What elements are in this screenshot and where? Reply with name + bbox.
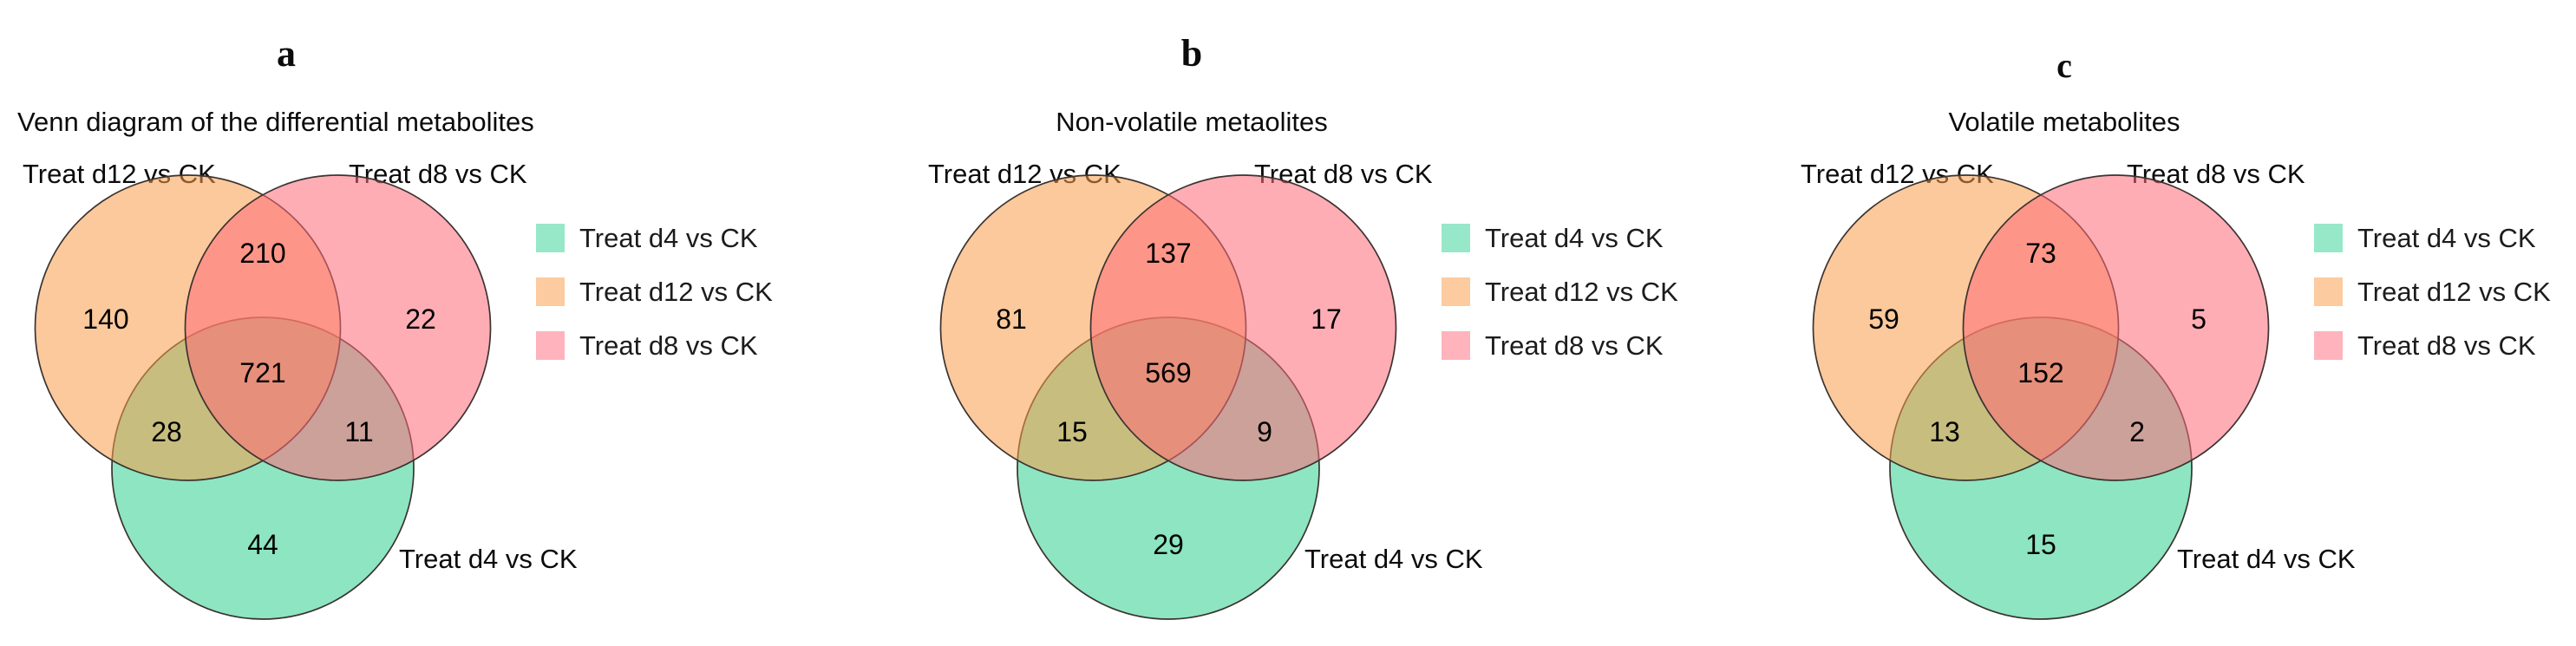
legend-swatch-rect (536, 224, 565, 252)
region-count-all-three: 152 (2017, 357, 2063, 388)
legend-label: Treat d4 vs CK (2357, 223, 2536, 253)
panel-subtitle: Venn diagram of the differential metabol… (17, 107, 534, 137)
region-count-d12-d8: 137 (1145, 238, 1191, 269)
region-count-d8-only: 5 (2191, 303, 2207, 335)
venn-circle-treat-d8 (1962, 174, 2270, 481)
legend-swatch-rect (1442, 331, 1470, 360)
panel-a: a Venn diagram of the differential metab… (0, 0, 815, 646)
venn-diagram: 140 210 22 721 28 11 44 (34, 174, 492, 620)
legend-swatch-rect (2314, 277, 2343, 306)
venn-circle-treat-d8 (1089, 174, 1397, 481)
legend-swatch-treat-d8 (2314, 331, 2343, 360)
region-count-d4-only: 15 (2025, 529, 2056, 560)
panel-b: b Non-volatile metaolites Treat d12 vs C… (906, 0, 1721, 646)
legend-swatch-rect (1442, 277, 1470, 306)
region-count-d12-d8: 210 (239, 238, 285, 269)
venn-circle-treat-d8 (184, 174, 492, 481)
legend-swatch-treat-d8 (1442, 331, 1470, 360)
panel-letter: c (2056, 46, 2072, 85)
region-count-all-three: 721 (239, 357, 285, 388)
legend-swatch-rect (536, 331, 565, 360)
venn-diagram: 59 73 5 152 13 2 15 (1812, 174, 2270, 620)
legend-label: Treat d12 vs CK (1485, 277, 1678, 307)
legend-swatch-rect (2314, 331, 2343, 360)
region-count-d4-only: 44 (247, 529, 278, 560)
panel-subtitle: Non-volatile metaolites (1056, 107, 1328, 137)
legend-swatch-rect (536, 277, 565, 306)
legend: Treat d4 vs CK Treat d12 vs CK Treat d8 … (1442, 224, 1678, 360)
venn-diagram: 81 137 17 569 15 9 29 (939, 174, 1397, 620)
region-count-d12-only: 140 (82, 303, 128, 335)
legend-swatch-treat-d8 (536, 331, 565, 360)
panel-letter: b (1180, 32, 1203, 75)
set-label-treat-d4: Treat d4 vs CK (399, 544, 578, 574)
panel-letter: a (277, 32, 296, 75)
region-count-all-three: 569 (1145, 357, 1191, 388)
legend-item-treat-d4: Treat d4 vs CK (536, 224, 773, 252)
legend-item-treat-d12: Treat d12 vs CK (2314, 277, 2551, 306)
legend-item-treat-d12: Treat d12 vs CK (536, 277, 773, 306)
legend-label: Treat d8 vs CK (2357, 330, 2536, 361)
legend-swatch-treat-d4 (2314, 224, 2343, 252)
legend-swatch-treat-d4 (1442, 224, 1470, 252)
region-count-d4-only: 29 (1153, 529, 1184, 560)
legend-item-treat-d8: Treat d8 vs CK (1442, 331, 1678, 360)
legend: Treat d4 vs CK Treat d12 vs CK Treat d8 … (536, 224, 773, 360)
legend-swatch-treat-d12 (1442, 277, 1470, 306)
region-count-d12-d4: 28 (151, 416, 182, 447)
region-count-d12-d4: 13 (1929, 416, 1960, 447)
region-count-d12-d4: 15 (1056, 416, 1088, 447)
panel-c: c Volatile metabolites Treat d12 vs CK T… (1778, 0, 2576, 646)
legend-item-treat-d8: Treat d8 vs CK (2314, 331, 2551, 360)
legend-label: Treat d8 vs CK (1485, 330, 1664, 361)
legend-label: Treat d4 vs CK (579, 223, 758, 253)
legend-swatch-treat-d12 (536, 277, 565, 306)
region-count-d12-d8: 73 (2025, 238, 2056, 269)
region-count-d8-d4: 11 (344, 416, 373, 447)
legend: Treat d4 vs CK Treat d12 vs CK Treat d8 … (2314, 224, 2551, 360)
region-count-d8-only: 22 (405, 303, 436, 335)
legend-item-treat-d8: Treat d8 vs CK (536, 331, 773, 360)
legend-item-treat-d12: Treat d12 vs CK (1442, 277, 1678, 306)
set-label-treat-d4: Treat d4 vs CK (2177, 544, 2356, 574)
region-count-d8-d4: 2 (2129, 416, 2145, 447)
legend-label: Treat d8 vs CK (579, 330, 758, 361)
region-count-d8-only: 17 (1311, 303, 1342, 335)
legend-label: Treat d4 vs CK (1485, 223, 1664, 253)
region-count-d12-only: 59 (1868, 303, 1899, 335)
legend-swatch-rect (1442, 224, 1470, 252)
legend-swatch-rect (2314, 224, 2343, 252)
legend-label: Treat d12 vs CK (2357, 277, 2551, 307)
panel-subtitle: Volatile metabolites (1948, 107, 2180, 137)
legend-swatch-treat-d4 (536, 224, 565, 252)
region-count-d12-only: 81 (996, 303, 1027, 335)
legend-item-treat-d4: Treat d4 vs CK (1442, 224, 1678, 252)
legend-item-treat-d4: Treat d4 vs CK (2314, 224, 2551, 252)
set-label-treat-d4: Treat d4 vs CK (1304, 544, 1483, 574)
legend-label: Treat d12 vs CK (579, 277, 773, 307)
region-count-d8-d4: 9 (1257, 416, 1272, 447)
legend-swatch-treat-d12 (2314, 277, 2343, 306)
